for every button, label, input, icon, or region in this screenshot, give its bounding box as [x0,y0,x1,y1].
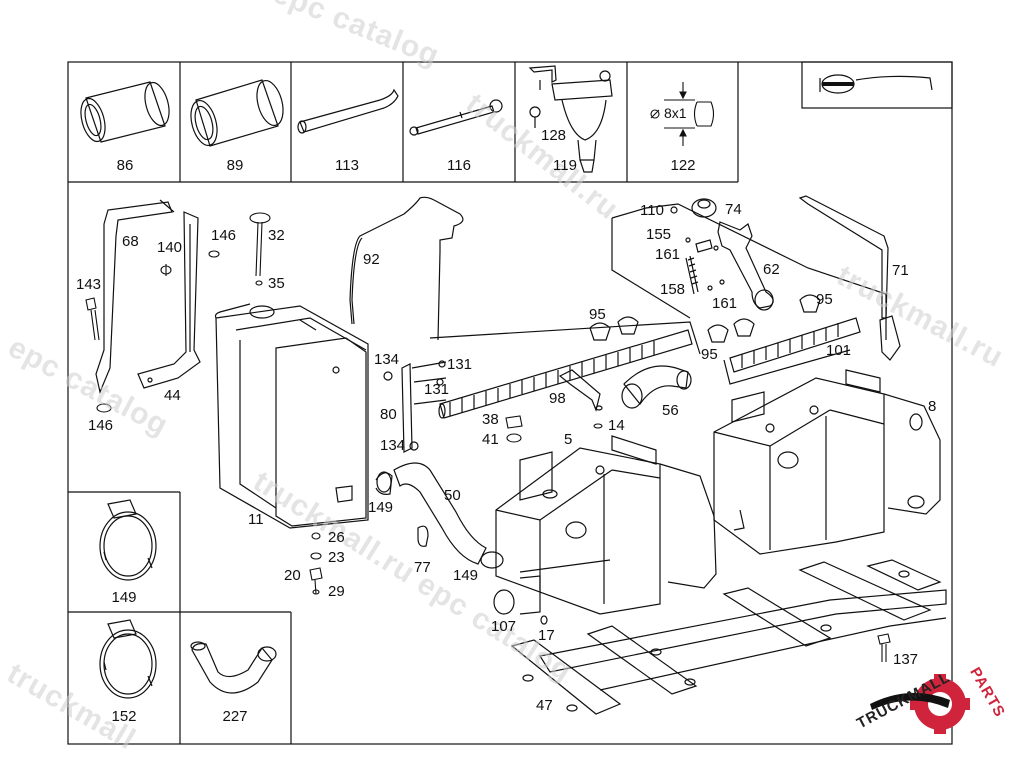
strap-80 [383,360,447,453]
callout-label: 26 [328,529,345,546]
callout-label: 95 [589,306,606,323]
callout-label: 95 [816,291,833,308]
diagram-frame [67,61,953,745]
callout-label: 68 [122,233,139,250]
callout-label: 71 [892,262,909,279]
hose-50 [375,462,504,569]
callout-label: 41 [482,431,499,448]
fuel-tank-8 [713,369,941,555]
hose-227-drawing [190,641,277,694]
rod-71 [798,195,901,361]
washer-146 [96,250,220,413]
callout-label: 80 [380,406,397,423]
callout-label: 140 [157,239,183,256]
callout-label: 62 [763,261,780,278]
part-92-wire [349,196,464,341]
part-113-pipe [297,88,399,134]
callout-label: 20 [284,567,301,584]
top-strip-caption: 89 [226,157,244,174]
dimension-label: 8x1 [664,105,687,121]
small-parts [309,532,323,595]
part-89-hose [190,79,284,147]
callout-label: 131 [424,381,450,398]
clamp-149-drawing [99,499,157,581]
top-strip-caption: 113 [335,157,359,174]
callout-label: 29 [328,583,345,600]
callout-label: 107 [491,618,517,635]
callout-label: 98 [549,390,566,407]
callout-label: 155 [646,226,672,243]
clamp-152-drawing [99,619,157,699]
callout-label: 143 [76,276,102,293]
callout-label: 146 [88,417,114,434]
callout-label: 92 [363,251,380,268]
callout-label: 47 [536,697,553,714]
callout-label: 149 [368,499,394,516]
callout-label: 101 [826,342,852,359]
top-strip-caption: 119 [553,157,577,174]
bolt-143 [85,297,100,341]
legend-symbol [819,74,933,94]
assembly-62 [611,198,887,340]
callout-label: 137 [893,651,919,668]
callout-label: 134 [374,351,400,368]
left-box-caption: 227 [222,708,248,725]
top-strip-caption: 122 [670,157,696,174]
left-box-caption: 152 [111,708,137,725]
bracket-98 [558,369,603,412]
callout-label: 77 [414,559,431,576]
support-frame-47 [493,559,947,715]
callout-label: 14 [608,417,625,434]
callout-label: 161 [712,295,738,312]
callout-label: 50 [444,487,461,504]
callout-label: 149 [453,567,479,584]
callout-label: 5 [564,431,573,448]
callout-label: 11 [248,511,264,528]
callout-label: 134 [380,437,406,454]
part-86-hose [80,81,170,143]
part-122-oring [650,82,715,146]
part-119-filter [528,65,613,173]
top-strip-caption: 86 [116,157,134,174]
callout-label: 8 [928,398,937,415]
left-box-caption: 149 [111,589,137,606]
cap-38 [505,415,603,443]
callout-label: 23 [328,549,345,566]
callout-label: 95 [701,346,718,363]
pipe-95-left [429,316,701,419]
pipe-95-right [707,294,861,385]
callout-label: 17 [538,627,555,644]
callout-label: 128 [541,127,567,144]
callout-label: 161 [655,246,681,263]
bolt-32 [249,212,271,286]
elbow-56 [621,365,692,409]
callout-label: 38 [482,411,499,428]
fuel-tank-5 [495,435,717,615]
fuel-tank-11 [214,303,369,529]
callout-label: 56 [662,402,679,419]
callout-label: 110 [640,202,664,219]
callout-label: 44 [164,387,181,404]
callout-label: 74 [725,201,742,218]
bracket-68 [95,199,201,394]
callout-label: 131 [447,356,473,373]
callout-label: 32 [268,227,285,244]
clip-77 [417,525,429,547]
bolt-137 [877,633,891,662]
callout-label: 158 [660,281,686,298]
callout-label: 35 [268,275,285,292]
part-116-rod [409,99,503,136]
truckmall-logo [870,674,970,734]
callout-label: 146 [211,227,237,244]
top-strip-caption: 116 [447,157,471,174]
